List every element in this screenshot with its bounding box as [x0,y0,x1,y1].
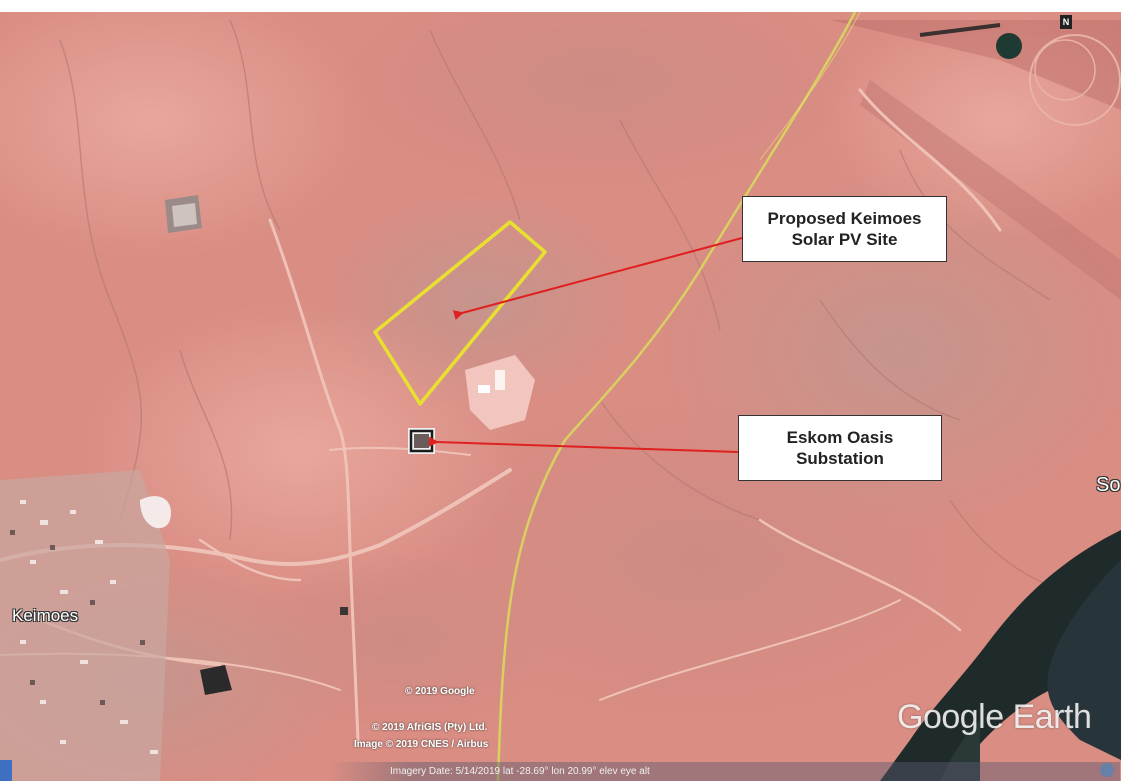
substation-arrow [428,436,739,453]
site-arrow [452,237,743,320]
scan-top-margin [0,0,1121,12]
drainage-lines [59,19,1101,601]
main-road [496,11,857,781]
terrain-patch [820,0,1121,240]
cleared-area [465,355,535,430]
status-bar: Imagery Date: 5/14/2019 lat -28.69° lon … [330,762,1120,781]
river-vegetation [940,720,980,781]
north-arrow-icon[interactable]: N [1060,15,1072,29]
power-line [759,11,861,161]
google-earth-watermark: Google Earth [897,698,1092,736]
river-vegetation [880,530,1121,781]
river-vegetation [1047,560,1121,760]
status-bar-icon [1100,763,1114,777]
copyright-google: © 2019 Google [405,686,475,697]
copyright-afrigis: © 2019 AfriGIS (Pty) Ltd. [372,722,488,733]
terrain-patch [320,190,640,410]
keimoes-town [0,470,348,781]
substation-marker [408,428,435,454]
proposed-site-outline [373,220,547,406]
farm-building [165,195,202,233]
terrain-patch [0,0,370,260]
town-label-keimoes: Keimoes [12,606,79,625]
place-label-partial: So [1096,474,1121,496]
airfield-area [830,20,1121,300]
proposed-site-callout: Proposed Keimoes Solar PV Site [742,196,947,262]
substation-callout: Eskom Oasis Substation [738,415,942,481]
copyright-imagery: Image © 2019 CNES / Airbus [354,739,489,750]
corner-marker [0,760,12,781]
terrain-patch [240,550,560,730]
terrain-patch [340,0,860,190]
